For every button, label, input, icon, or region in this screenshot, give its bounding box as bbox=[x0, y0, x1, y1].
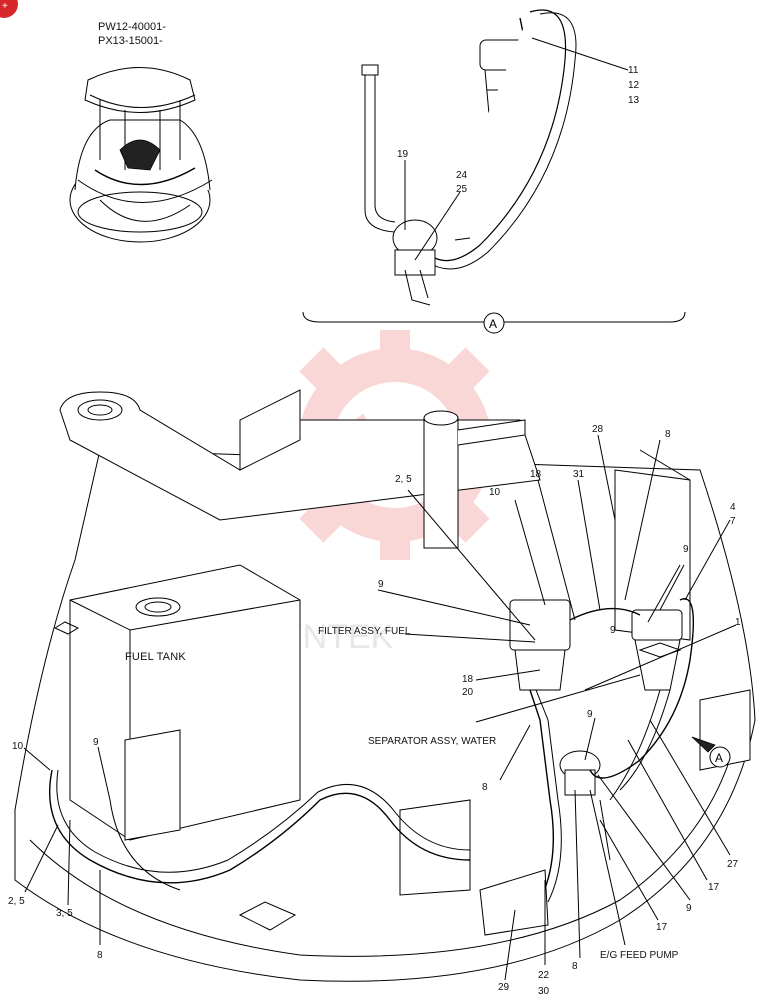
callout-30: 30 bbox=[538, 986, 550, 997]
callout-4: 4 bbox=[730, 502, 736, 513]
callout-28: 28 bbox=[592, 424, 604, 435]
callout-9-c: 9 bbox=[610, 625, 616, 636]
callout-24: 24 bbox=[456, 170, 468, 181]
callout-9-b: 9 bbox=[378, 579, 384, 590]
callout-18-mid: 18 bbox=[462, 674, 474, 685]
callout-7: 7 bbox=[730, 516, 736, 527]
callout-9-a: 9 bbox=[683, 544, 689, 555]
callout-8-mid: 8 bbox=[482, 782, 488, 793]
callout-22: 22 bbox=[538, 970, 550, 981]
label-fuel-tank: FUEL TANK bbox=[125, 651, 186, 663]
callout-3-5: 3, 5 bbox=[56, 908, 73, 919]
serial-line-1: PW12-40001- bbox=[98, 21, 166, 33]
callout-11: 11 bbox=[628, 65, 639, 76]
serial-line-2: PX13-15001- bbox=[98, 35, 163, 47]
callout-8-top: 8 bbox=[665, 429, 671, 440]
callout-27: 27 bbox=[727, 859, 739, 870]
main-assembly bbox=[14, 389, 756, 982]
callout-17-b: 17 bbox=[656, 922, 668, 933]
callout-20: 20 bbox=[462, 687, 474, 698]
leader-lines bbox=[23, 434, 737, 981]
callout-2-5-top: 2, 5 bbox=[395, 474, 412, 485]
view-a-marker-main: A bbox=[709, 746, 731, 768]
label-separator-assy: SEPARATOR ASSY, WATER bbox=[368, 736, 496, 747]
callout-8-left: 8 bbox=[97, 950, 103, 961]
callout-1: 1 bbox=[735, 617, 741, 628]
callout-17-a: 17 bbox=[708, 882, 720, 893]
callout-8-bot: 8 bbox=[572, 961, 578, 972]
label-feed-pump: E/G FEED PUMP bbox=[600, 950, 679, 961]
callout-12: 12 bbox=[628, 80, 640, 91]
svg-text:+: + bbox=[2, 1, 8, 12]
label-filter-assy: FILTER ASSY, FUEL bbox=[318, 626, 411, 637]
svg-text:A: A bbox=[489, 317, 497, 331]
callout-19: 19 bbox=[397, 149, 409, 160]
view-a-marker: A bbox=[483, 312, 505, 334]
callout-13: 13 bbox=[628, 95, 640, 106]
callout-29: 29 bbox=[498, 982, 510, 993]
machine-thumbnail bbox=[69, 67, 213, 243]
callout-9-e: 9 bbox=[93, 737, 99, 748]
callout-31: 31 bbox=[573, 469, 585, 480]
callout-10-top: 10 bbox=[489, 487, 501, 498]
callout-18-top: 18 bbox=[530, 469, 542, 480]
callout-9-f: 9 bbox=[686, 903, 692, 914]
callout-25: 25 bbox=[456, 184, 468, 195]
callout-2-5-left: 2, 5 bbox=[8, 896, 25, 907]
corner-badge-icon: + bbox=[0, 0, 18, 18]
callout-10-left: 10 bbox=[12, 741, 24, 752]
svg-text:A: A bbox=[715, 751, 723, 765]
detail-view-a bbox=[302, 9, 686, 323]
callout-9-d: 9 bbox=[587, 709, 593, 720]
